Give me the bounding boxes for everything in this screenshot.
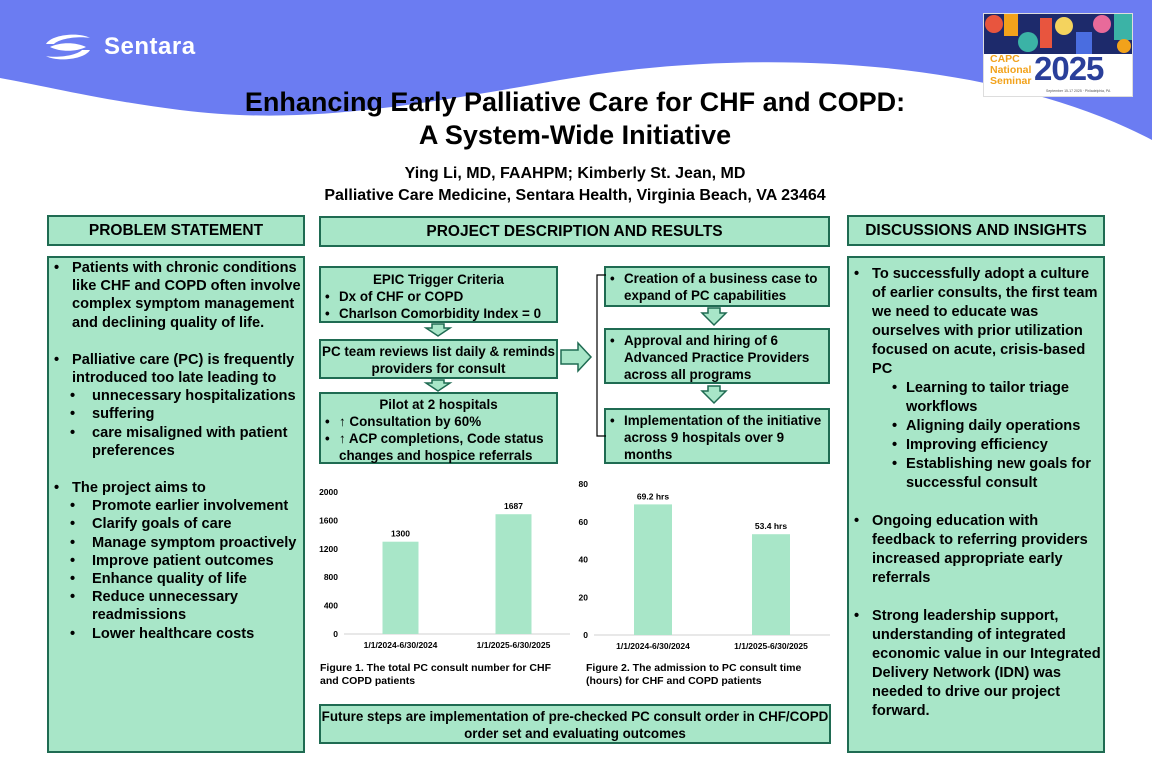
problem-point-1: Patients with chronic conditions like CH… <box>48 259 306 332</box>
bar <box>634 504 672 635</box>
data-label: 1300 <box>391 529 410 539</box>
trigger-box: EPIC Trigger Criteria Dx of CHF or COPD … <box>319 266 558 323</box>
problem-sub-item: suffering <box>48 405 306 423</box>
capc-badge: CAPC National Seminar 2025 September 15-… <box>983 13 1133 97</box>
badge-label: CAPC National Seminar <box>990 54 1031 87</box>
problem-sub-item: unnecessary hospitalizations <box>48 387 306 405</box>
aim-item: Promote earlier involvement <box>48 497 306 515</box>
step-2-text: Approval and hiring of 6 Advanced Practi… <box>606 332 828 383</box>
badge-pattern <box>984 14 1132 54</box>
x-tick-label: 1/1/2025-6/30/2025 <box>477 640 551 650</box>
aim-item: Lower healthcare costs <box>48 625 306 643</box>
sentara-logo: Sentara <box>40 32 196 62</box>
trigger-title: EPIC Trigger Criteria <box>373 272 504 287</box>
data-label: 69.2 hrs <box>637 491 669 501</box>
bar <box>382 541 419 634</box>
y-tick-label: 0 <box>583 630 588 640</box>
aim-item: Clarify goals of care <box>48 515 306 533</box>
y-tick-label: 400 <box>324 601 338 611</box>
figure-2-caption: Figure 2. The admission to PC consult ti… <box>586 662 802 687</box>
aim-item: Enhance quality of life <box>48 570 306 588</box>
y-tick-label: 60 <box>579 517 589 527</box>
right-arrow-icon <box>560 341 593 373</box>
problem-point-2: Palliative care (PC) is frequently intro… <box>48 351 306 387</box>
authors-block: Ying Li, MD, FAAHPM; Kimberly St. Jean, … <box>180 163 970 207</box>
chart-consult-number: 0 400 800 1200 1600 2000 1300 1/1/2024-6/30/202… <box>319 487 570 650</box>
future-steps-box: Future steps are implementation of pre-c… <box>319 704 831 744</box>
bar <box>752 534 790 635</box>
discussion-heading: DISCUSSIONS AND INSIGHTS <box>847 215 1105 246</box>
down-arrow-icon <box>423 379 453 392</box>
chart-consult-time: 0 20 40 60 80 69.2 hrs 1/1/2024-6/30/2024 53.4 … <box>579 479 830 651</box>
figure-1-caption: Figure 1. The total PC consult number fo… <box>320 662 552 687</box>
y-tick-label: 40 <box>579 555 589 565</box>
discussion-sub-item: Learning to tailor triage workflows <box>848 379 1105 417</box>
badge-line-3: Seminar <box>990 75 1032 87</box>
badge-line-2: National <box>990 64 1032 76</box>
discussion-sub-item: Establishing new goals for successful co… <box>848 455 1105 493</box>
discussion-sub-item: Improving efficiency <box>848 436 1105 455</box>
y-tick-label: 0 <box>333 629 338 639</box>
aim-item: Manage symptom proactively <box>48 534 306 552</box>
sentara-swoosh-icon <box>46 34 90 60</box>
problem-point-3: The project aims to <box>48 479 306 497</box>
pilot-item: ↑ Consultation by 60% <box>321 413 556 430</box>
review-box: PC team reviews list daily & reminds pro… <box>319 339 558 379</box>
step-box-3: Implementation of the initiative across … <box>604 408 830 464</box>
author-names: Ying Li, MD, FAAHPM; Kimberly St. Jean, … <box>404 165 746 182</box>
badge-sub: September 15-17 2025 · Philadelphia, PA <box>1046 89 1111 93</box>
pilot-box: Pilot at 2 hospitals ↑ Consultation by 6… <box>319 392 558 464</box>
x-tick-label: 1/1/2024-6/30/2024 <box>616 641 690 651</box>
author-affiliation: Palliative Care Medicine, Sentara Health… <box>324 187 826 204</box>
y-tick-label: 1600 <box>319 515 338 525</box>
title-line-2: A System-Wide Initiative <box>418 120 732 150</box>
header-wave <box>0 0 1152 140</box>
step-1-text: Creation of a business case to expand of… <box>606 270 828 304</box>
step-box-1: Creation of a business case to expand of… <box>604 266 830 307</box>
discussion-point-3: Strong leadership support, understanding… <box>848 607 1105 721</box>
down-arrow-icon <box>700 307 728 327</box>
problem-sub-item: care misaligned with patient preferences <box>48 424 306 460</box>
data-label: 1687 <box>504 501 523 511</box>
step-3-text: Implementation of the initiative across … <box>606 412 828 463</box>
discussion-point-1: To successfully adopt a culture of earli… <box>848 265 1105 379</box>
problem-text: Patients with chronic conditions like CH… <box>48 257 306 643</box>
aim-item: Reduce unnecessary readmissions <box>48 588 306 624</box>
poster-title: Enhancing Early Palliative Care for CHF … <box>130 86 1020 152</box>
logo-name: Sentara <box>104 33 196 60</box>
data-label: 53.4 hrs <box>755 521 787 531</box>
project-heading: PROJECT DESCRIPTION AND RESULTS <box>319 216 830 247</box>
badge-line-1: CAPC <box>990 53 1020 65</box>
badge-year: 2025 <box>1034 50 1104 87</box>
y-tick-label: 1200 <box>319 544 338 554</box>
x-tick-label: 1/1/2025-6/30/2025 <box>734 641 808 651</box>
y-tick-label: 800 <box>324 572 338 582</box>
down-arrow-icon <box>700 385 728 405</box>
bar <box>495 514 532 634</box>
pilot-title: Pilot at 2 hospitals <box>379 397 498 412</box>
down-arrow-icon <box>423 323 453 337</box>
trigger-item: Charlson Comorbidity Index = 0 <box>321 305 556 322</box>
aim-item: Improve patient outcomes <box>48 552 306 570</box>
discussion-text: To successfully adopt a culture of earli… <box>848 257 1105 721</box>
y-tick-label: 80 <box>579 479 589 489</box>
step-box-2: Approval and hiring of 6 Advanced Practi… <box>604 328 830 384</box>
y-tick-label: 2000 <box>319 487 338 497</box>
discussion-point-2: Ongoing education with feedback to refer… <box>848 512 1105 588</box>
problem-heading: PROBLEM STATEMENT <box>47 215 305 246</box>
discussion-sub-item: Aligning daily operations <box>848 417 1105 436</box>
y-tick-label: 20 <box>579 592 589 602</box>
pilot-item: ↑ ACP completions, Code status changes a… <box>321 430 556 464</box>
x-tick-label: 1/1/2024-6/30/2024 <box>364 640 438 650</box>
trigger-item: Dx of CHF or COPD <box>321 288 556 305</box>
title-line-1: Enhancing Early Palliative Care for CHF … <box>244 87 906 117</box>
